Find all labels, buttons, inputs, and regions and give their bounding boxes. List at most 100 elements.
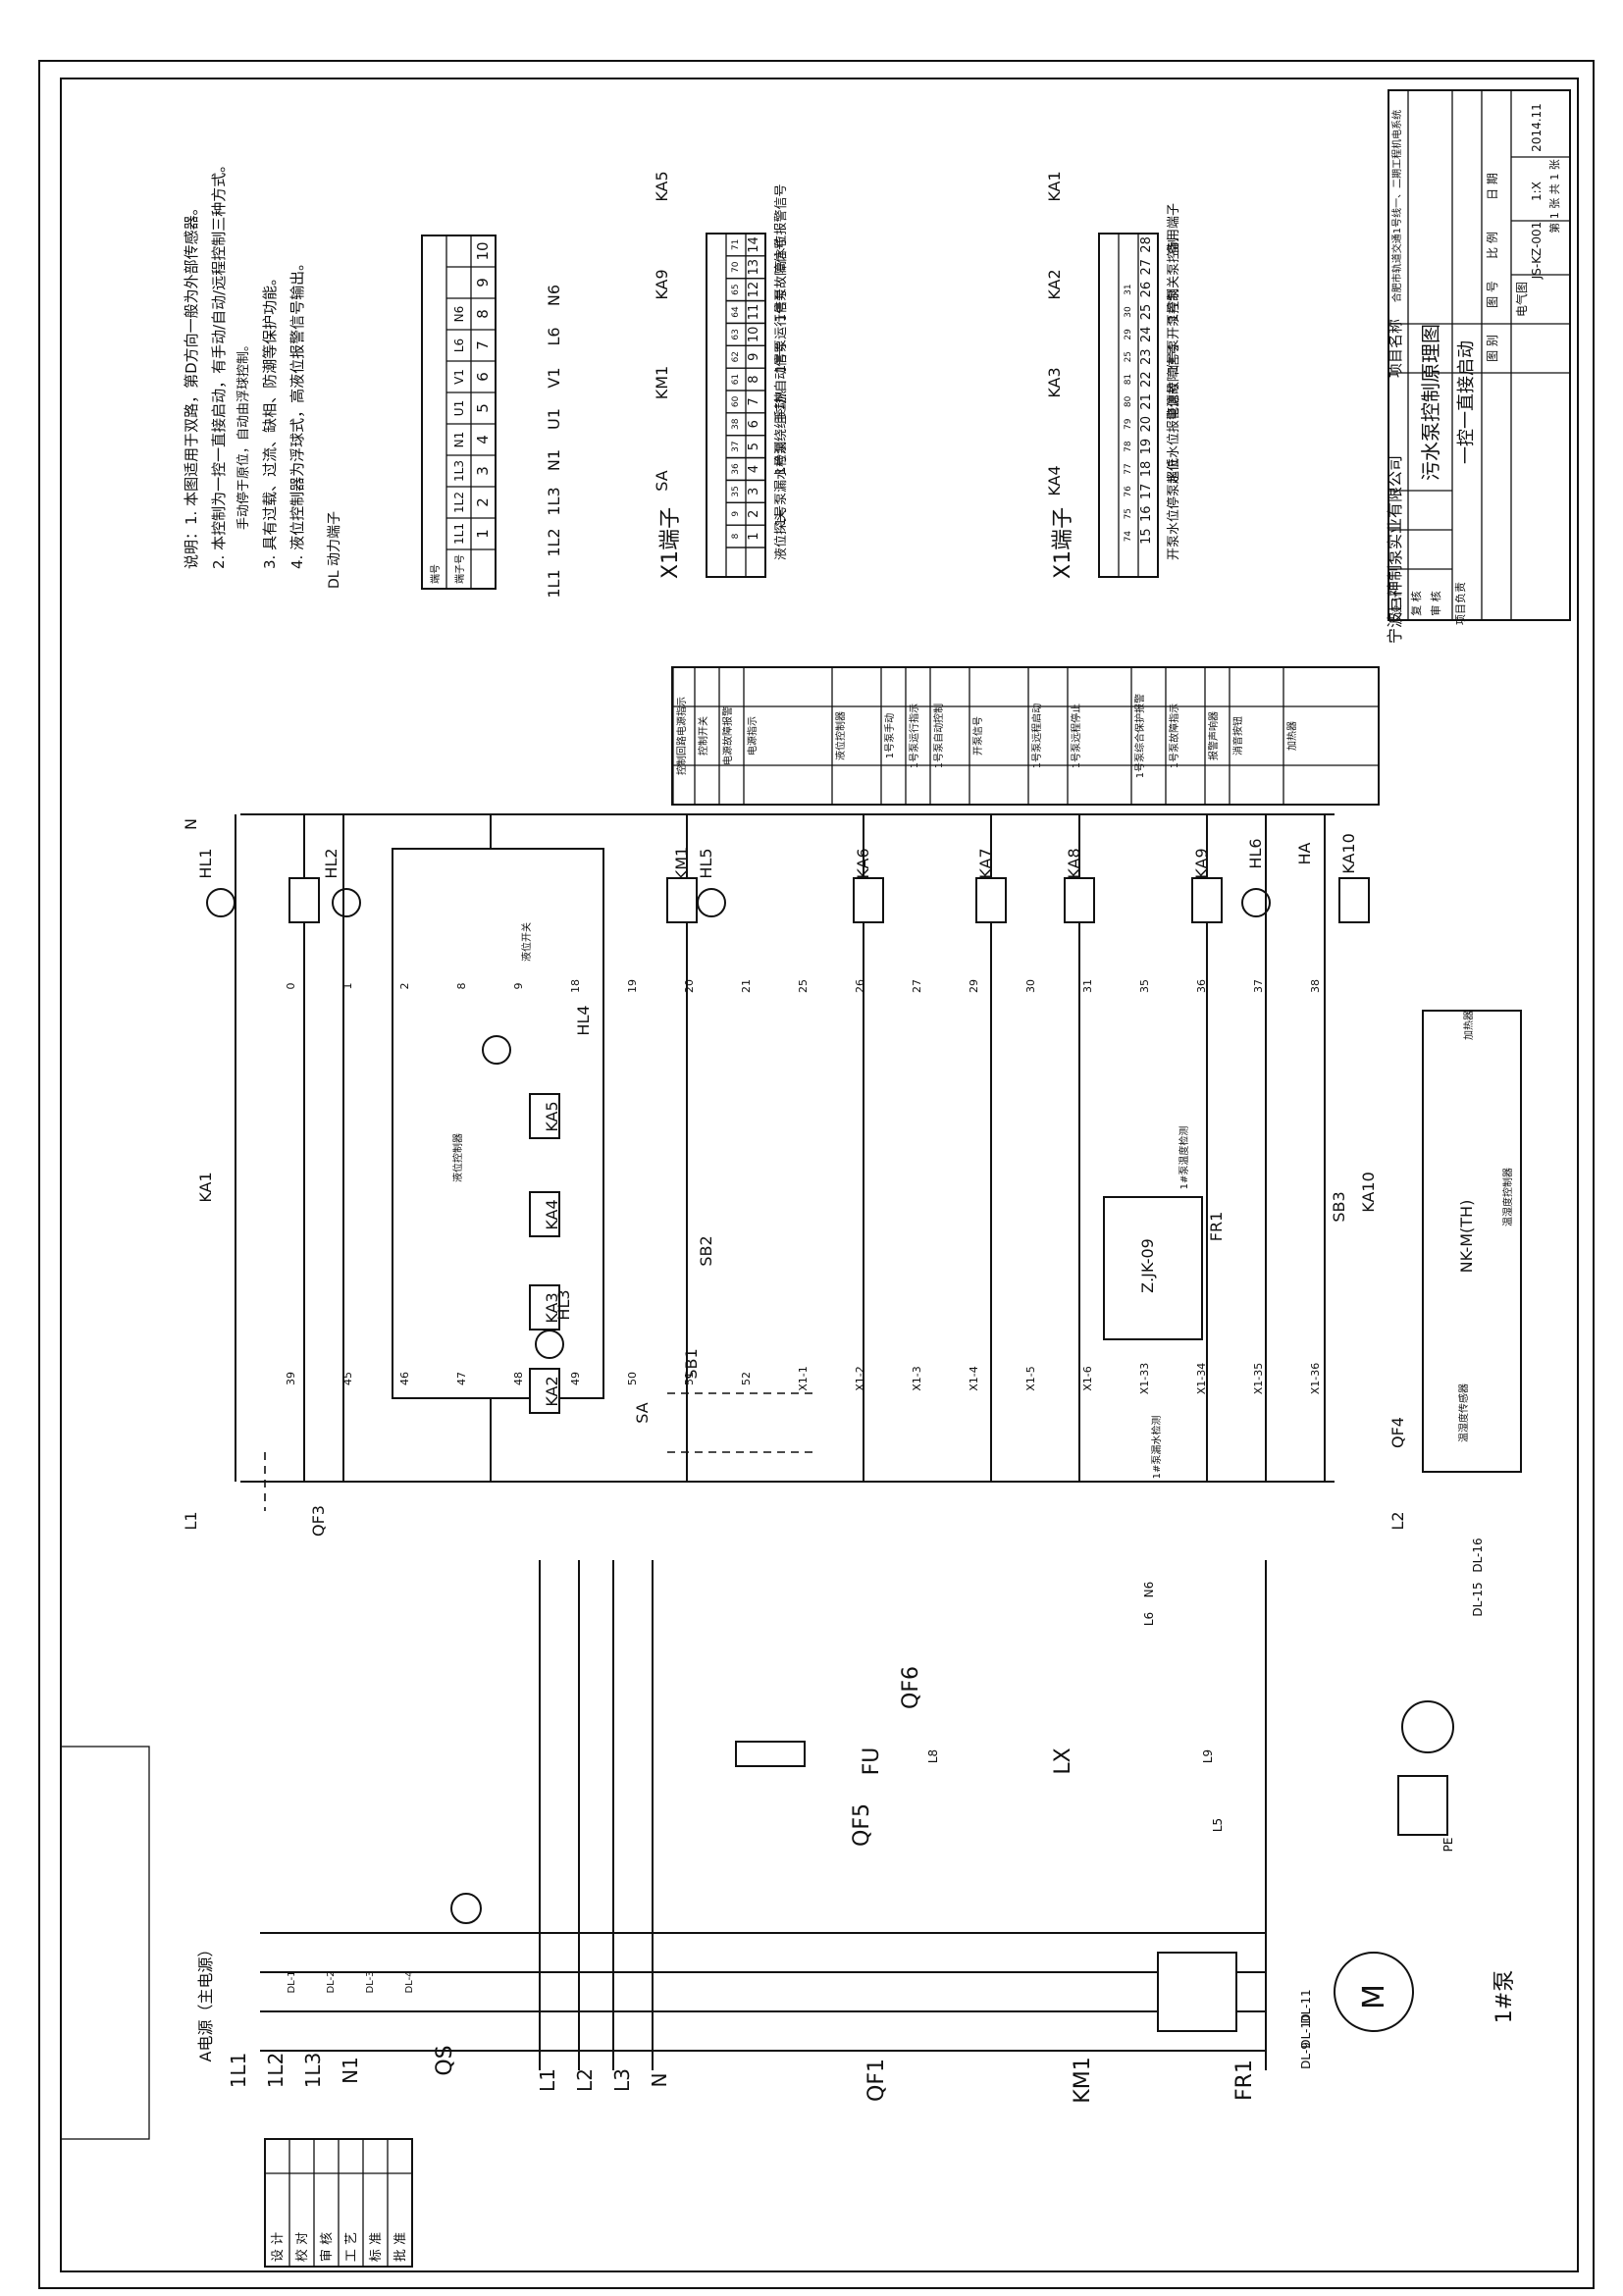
x1-wire: 38: [731, 418, 741, 430]
ladder-label-7: 1号泵自动控制: [932, 704, 945, 768]
ctrl-wire-number: 49: [569, 1372, 582, 1385]
x1-upper-table: X1端子 12345678910111213148935363738606162…: [653, 171, 789, 579]
module-label: 液位控制器: [451, 1133, 464, 1182]
power-wire: L6: [1142, 1612, 1156, 1626]
ctrl-wire-number: 21: [740, 979, 753, 993]
meta-label-1: 图 号: [1486, 281, 1499, 308]
dl-num: 5: [474, 403, 492, 413]
x1-wire: 25: [1124, 351, 1133, 362]
ctrl-ref: KA9: [1192, 848, 1211, 878]
meta-label-3: 日 期: [1486, 173, 1499, 200]
dl-cell: N6: [452, 306, 466, 323]
x1-num: 23: [1139, 348, 1154, 365]
relay-ka5-coil: [529, 1093, 560, 1139]
dl-bottom-label: L6: [545, 327, 563, 345]
device-label: QF5: [850, 1803, 874, 1847]
x1-wire: 80: [1124, 395, 1133, 407]
rev-3: 工 艺: [344, 2232, 359, 2262]
x1-signal-label: 1号泵故障信号: [774, 237, 789, 322]
ladder-label-11: 1号泵综合保护报警: [1133, 694, 1146, 778]
ladder-label-9: 1号泵远程启动: [1030, 704, 1043, 768]
hl2-lamp: [332, 888, 361, 917]
dl-bottom-label: 1L3: [545, 487, 563, 515]
rev-4: 标 准: [369, 2232, 384, 2262]
x1-num: 25: [1139, 304, 1154, 321]
x1-wire: 29: [1124, 329, 1133, 340]
ctrl-wire-number: 38: [1309, 979, 1322, 993]
dl-cell: V1: [452, 369, 466, 385]
left-small-box: [60, 1746, 150, 2140]
ladder-label-10: 1号泵远程停止: [1070, 704, 1082, 768]
x1-num: 9: [747, 353, 761, 361]
ctrl-ref: HL1: [196, 848, 215, 878]
dl-terminal: DL-4: [404, 1970, 415, 1993]
ctrl-ref: SB3: [1330, 1191, 1348, 1222]
ctrl-wire-number: X1-33: [1138, 1363, 1151, 1395]
ladder-label-6: 1号泵运行指示: [908, 704, 920, 768]
ctrl-ref: N: [182, 818, 200, 830]
x1-signal-label: 停泵水位: [1166, 458, 1181, 509]
ladder-label-14: 消音按钮: [1231, 716, 1244, 756]
rev-1: 校 对: [294, 2232, 310, 2262]
drawing-subtitle: 一控一直接启动: [1456, 340, 1477, 464]
ctrl-wire-number: 48: [512, 1372, 525, 1385]
relay-ka7-coil: [975, 877, 1007, 923]
x1-signal-label: 高水位报警信号: [773, 183, 789, 273]
power-wire: DL-11: [1299, 1989, 1313, 2023]
ctrl-wire-number: X1-2: [854, 1366, 866, 1391]
dl-cell: 1L2: [452, 492, 466, 513]
drawing-name: 污水泵控制原理图: [1419, 324, 1442, 481]
x1-num: 14: [747, 236, 761, 253]
phase-label: 1L2: [264, 2053, 288, 2089]
x1-wire: 79: [1124, 418, 1133, 430]
voltmeter: [450, 1893, 482, 1924]
x1-wire: 64: [731, 306, 741, 318]
dl-num: 6: [474, 372, 492, 382]
ctrl-wire-number: 27: [911, 979, 923, 993]
power-wire: DL-16: [1471, 1538, 1485, 1572]
x1-contact: KA9: [653, 269, 671, 299]
bus-label: L3: [610, 2068, 634, 2092]
project-label: 项目名称: [1387, 319, 1404, 378]
ctrl-ref: KA10: [1339, 833, 1358, 874]
ctrl-wire-number: 52: [740, 1372, 753, 1385]
thermal-relay-fr1: [1157, 1952, 1237, 2032]
x1-num: 13: [747, 259, 761, 276]
meta-value-3: 2014.11: [1530, 103, 1544, 152]
pump-label: 1#泵: [1492, 1970, 1517, 2023]
x1-num: 15: [1139, 528, 1154, 545]
power-wire: L8: [926, 1749, 940, 1763]
dl-bottom-label: 1L2: [545, 528, 563, 556]
x1-wire: 61: [731, 374, 741, 385]
dl-terminal: DL-3: [365, 1970, 376, 1993]
module-label: 温湿度传感器: [1457, 1383, 1470, 1442]
ctrl-ref: SB1: [682, 1348, 701, 1379]
x1-wire: 36: [731, 463, 741, 475]
x1-num: 22: [1139, 371, 1154, 388]
dl-cell: N1: [452, 432, 466, 448]
hl6-lamp: [1241, 888, 1271, 917]
bus-label: L2: [573, 2068, 597, 2092]
ctrl-ref: QF4: [1388, 1417, 1407, 1448]
x1-lower-table: X1端子 15161718192021222324252627287475767…: [726, 171, 1181, 579]
ctrl-wire-number: 20: [683, 979, 696, 993]
ctrl-ref: HL6: [1246, 838, 1265, 868]
x1-wire: 81: [1124, 374, 1133, 385]
dl-bottom-label: 1L1: [545, 569, 563, 598]
ctrl-ref: KA3: [543, 1292, 561, 1323]
x1-num: 28: [1139, 236, 1154, 253]
note-2: 手动停于原位，自动由浮球控制。: [236, 339, 251, 530]
x1-contact: KA2: [1045, 269, 1064, 299]
inner-frame: [60, 78, 1579, 2272]
x1-signal-label: 备用端子: [1166, 203, 1181, 254]
ladder-label-4: 液位控制器: [834, 711, 847, 760]
role-check: 复 核: [1409, 591, 1423, 616]
x1-wire: 76: [1124, 486, 1133, 497]
ctrl-ref: HL4: [574, 1005, 593, 1035]
dl-num: 8: [474, 309, 492, 319]
x1-wire: 35: [731, 486, 741, 496]
ladder-label-8: 开泵信号: [972, 716, 984, 756]
